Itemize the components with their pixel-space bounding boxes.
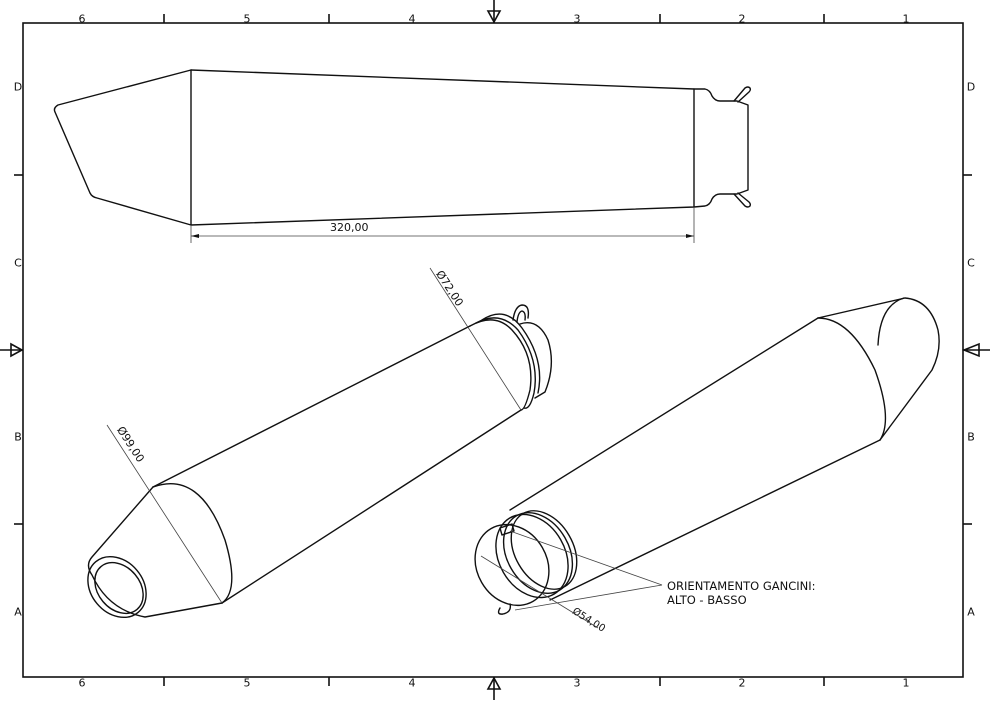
zone-label-right-d: D [966,80,976,94]
zone-label-bottom-1: 1 [902,676,910,690]
side-view [53,69,752,243]
zone-label-bottom-2: 2 [738,676,746,690]
zone-label-left-d: D [13,80,23,94]
zone-label-left-b: B [14,430,22,444]
zone-label-top-3: 3 [573,12,581,26]
zone-ticks [14,14,972,686]
iso-view-left [87,267,553,619]
hook-orientation-note: ORIENTAMENTO GANCINI: ALTO - BASSO [667,579,816,607]
zone-label-left-a: A [14,605,22,619]
drawing-frame [22,22,964,678]
zone-label-right-b: B [967,430,975,444]
zone-label-left-c: C [14,256,22,270]
zone-label-right-a: A [967,605,975,619]
iso-view-right [474,297,940,629]
zone-label-bottom-5: 5 [243,676,251,690]
note-line-1: ORIENTAMENTO GANCINI: [667,579,816,593]
zone-label-top-2: 2 [738,12,746,26]
zone-label-bottom-3: 3 [573,676,581,690]
zone-label-bottom-6: 6 [78,676,86,690]
zone-label-bottom-4: 4 [408,676,416,690]
zone-label-right-c: C [967,256,975,270]
zone-label-top-1: 1 [902,12,910,26]
zone-label-top-5: 5 [243,12,251,26]
length-dimension: 320,00 [330,221,369,234]
zone-label-top-4: 4 [408,12,416,26]
zone-label-top-6: 6 [78,12,86,26]
note-line-2: ALTO - BASSO [667,593,747,607]
